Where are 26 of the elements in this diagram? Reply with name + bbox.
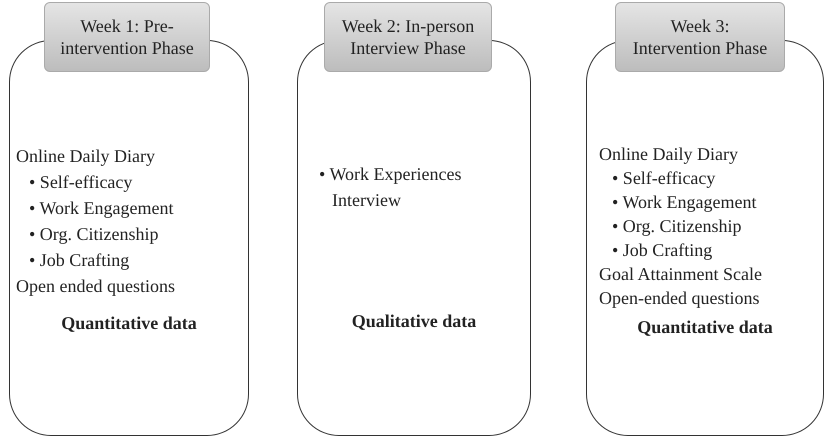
measure-item: • Org. Citizenship bbox=[611, 215, 742, 238]
item-heading: Online Daily Diary bbox=[16, 146, 155, 166]
phase-panel bbox=[9, 40, 249, 436]
measure-item: • Work Experiences Interview bbox=[318, 163, 462, 212]
item-heading: Goal Attainment Scale bbox=[599, 264, 762, 284]
measure-item: • Self-efficacy bbox=[28, 171, 134, 194]
phase-title: Week 1: Pre-intervention Phase bbox=[59, 15, 195, 59]
phase-title: Week 2: In-person Interview Phase bbox=[340, 15, 476, 59]
measure-item: • Work Engagement bbox=[28, 197, 174, 220]
phase-panel bbox=[586, 40, 824, 436]
data-type-label: Qualitative data bbox=[352, 311, 476, 331]
measure-item: • Job Crafting bbox=[28, 249, 130, 272]
phase-header-box bbox=[615, 2, 785, 72]
data-type-label: Quantitative data bbox=[637, 317, 773, 337]
measure-item: • Org. Citizenship bbox=[28, 223, 160, 246]
measure-item: • Work Engagement bbox=[611, 191, 758, 214]
item-heading: Online Daily Diary bbox=[599, 144, 738, 164]
item-heading: Open-ended questions bbox=[599, 288, 760, 308]
phase-header-box bbox=[44, 2, 210, 72]
phase-header-box bbox=[324, 2, 492, 72]
phase-panel bbox=[297, 40, 531, 436]
measure-item: • Job Crafting bbox=[611, 239, 714, 262]
data-type-label: Quantitative data bbox=[61, 313, 197, 333]
phase-title: Week 3: Intervention Phase bbox=[632, 15, 768, 59]
item-heading: Open ended questions bbox=[16, 276, 175, 296]
measure-item: • Self-efficacy bbox=[611, 167, 716, 190]
